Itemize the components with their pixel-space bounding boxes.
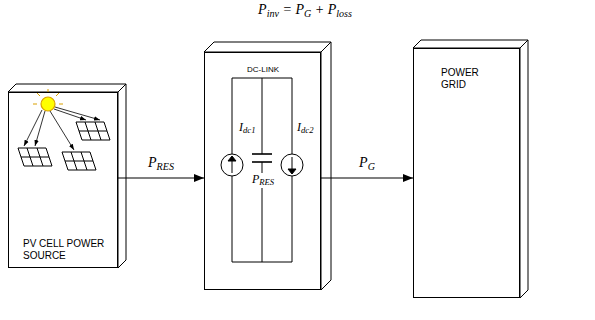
source-box: PV CELL POWER SOURCE: [8, 92, 118, 268]
light-ray: [24, 110, 42, 146]
power-label: PRES: [148, 155, 174, 172]
box-side-face: [118, 84, 126, 268]
box-side-face: [321, 42, 331, 290]
current-arrowhead: [228, 156, 236, 161]
circuit-wire: [292, 176, 293, 262]
pv-panel: [18, 148, 52, 166]
sun-ray: [37, 93, 40, 96]
text-run: P: [148, 155, 157, 170]
capacitor-plate: [252, 161, 272, 163]
converter-box: DC-LINK Idc1PRES Idc2: [204, 52, 321, 290]
current-source-symbol: [281, 154, 303, 176]
pv-panel: [62, 152, 96, 170]
box-label: POWER GRID: [441, 67, 493, 90]
box-top-face: [204, 42, 331, 52]
light-ray: [50, 111, 74, 150]
power-flow-arrow: [118, 177, 204, 178]
text-run: DC-LINK: [247, 65, 279, 74]
text-run: P: [258, 2, 267, 17]
power-flow-arrow: [321, 177, 413, 178]
sun-ray: [59, 104, 63, 105]
light-ray: [35, 111, 45, 146]
text-run: + P: [311, 2, 336, 17]
sun-symbol: [41, 97, 55, 111]
power-label: PRES: [250, 173, 276, 188]
subscript: RES: [259, 177, 274, 187]
current-label: Idc1: [239, 121, 255, 136]
grid-box: POWER GRID: [413, 48, 520, 298]
subscript: G: [368, 161, 375, 172]
light-ray: [55, 107, 100, 120]
text-run: POWER GRID: [441, 67, 479, 90]
sun-ray: [56, 93, 59, 96]
box-side-face: [520, 40, 528, 298]
formula-label: Pinv = PG + Ploss: [258, 2, 352, 19]
circuit-wire: [292, 78, 293, 154]
power-label: PG: [359, 155, 375, 172]
current-source-symbol: [221, 154, 243, 176]
circuit-wire: [232, 176, 233, 262]
subscript: dc1: [243, 125, 255, 135]
text-run: I: [297, 120, 301, 134]
box-top-face: [8, 84, 126, 92]
capacitor-plate: [252, 153, 272, 155]
current-arrow: [232, 160, 233, 173]
text-run: PV CELL POWER SOURCE: [23, 238, 104, 261]
subscript: loss: [336, 8, 352, 19]
bus-label: DC-LINK: [245, 65, 281, 74]
subscript: RES: [157, 161, 174, 172]
text-run: I: [239, 120, 243, 134]
text-run: = P: [279, 2, 304, 17]
subscript: G: [304, 8, 311, 19]
subscript: inv: [267, 8, 279, 19]
pv-panel: [76, 122, 110, 140]
subscript: dc2: [301, 125, 313, 135]
box-label: PV CELL POWER SOURCE: [23, 238, 113, 261]
current-arrow: [292, 157, 293, 170]
text-run: P: [359, 155, 368, 170]
box-top-face: [413, 40, 528, 48]
text-run: P: [252, 172, 259, 186]
circuit-wire: [232, 78, 233, 154]
sun-ray: [33, 104, 37, 105]
current-arrowhead: [288, 169, 296, 174]
circuit-wire: [262, 78, 263, 154]
current-label: Idc2: [297, 121, 313, 136]
